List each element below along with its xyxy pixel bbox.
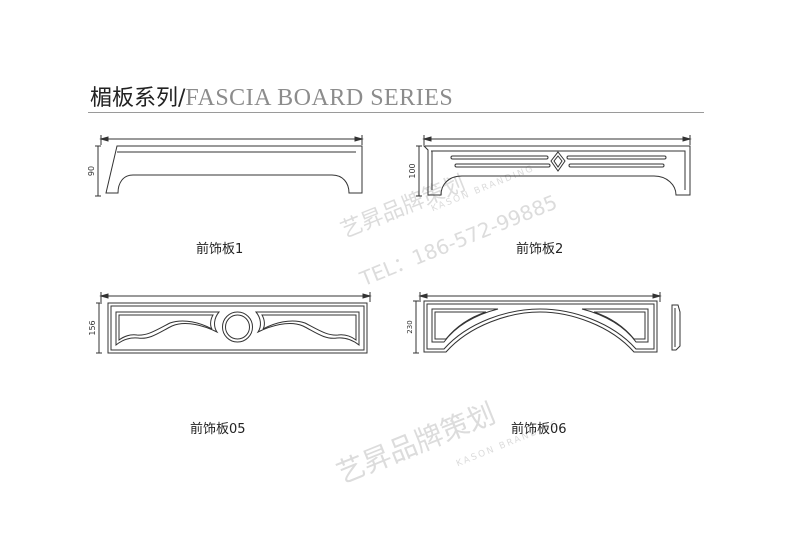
board-05-drawing: [96, 292, 372, 354]
board-05-caption: 前饰板05: [190, 422, 246, 437]
board-1-drawing: [95, 135, 364, 197]
section-title: 楣板系列/FASCIA BOARD SERIES: [90, 80, 453, 112]
board-2-drawing: [416, 135, 692, 197]
board-05-height-label: 156: [88, 320, 97, 335]
board-2-caption: 前饰板2: [516, 242, 564, 257]
title-chinese: 楣板系列/: [90, 86, 186, 111]
title-divider: [88, 112, 704, 113]
title-english: FASCIA BOARD SERIES: [185, 85, 454, 111]
board-2-height-label: 100: [408, 163, 417, 178]
board-06-caption: 前饰板06: [511, 422, 567, 437]
board-1-height-label: 90: [87, 166, 96, 176]
board-06-height-label: 230: [406, 320, 414, 333]
board-1-caption: 前饰板1: [196, 242, 244, 257]
board-06-drawing: [413, 292, 681, 354]
